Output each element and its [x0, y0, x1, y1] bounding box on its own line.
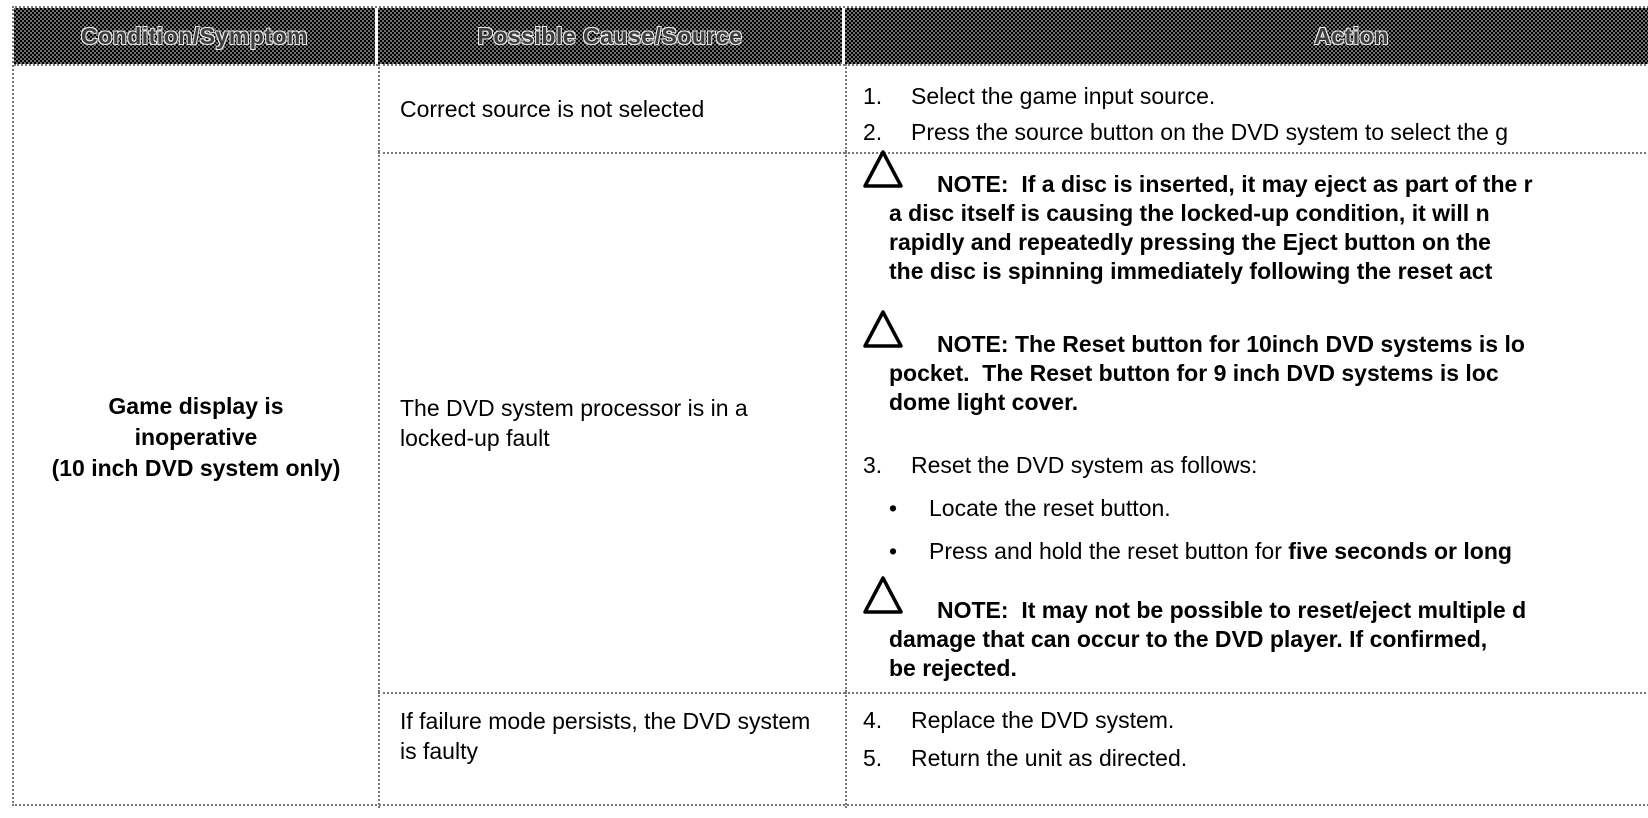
bullet-item-1: • Locate the reset button.: [889, 494, 1648, 523]
condition-line: Game display is: [108, 392, 284, 419]
condition-line: (10 inch DVD system only): [51, 454, 341, 481]
note-line: NOTE: It may not be possible to reset/ej…: [937, 597, 1527, 623]
action-step-3: 3. Reset the DVD system as follows:: [863, 451, 1648, 480]
step-text: Return the unit as directed.: [911, 745, 1188, 771]
cause-cell-row3: If failure mode persists, the DVD system…: [378, 692, 845, 808]
header-possible-cause-source-label: Possible Cause/Source: [477, 22, 743, 49]
bullet-text-regular: Press and hold the reset button for: [929, 538, 1289, 564]
note-block-1: NOTE: If a disc is inserted, it may ejec…: [863, 150, 1648, 286]
header-condition-symptom: Condition/Symptom: [14, 8, 378, 64]
note-line: a disc itself is causing the locked-up c…: [889, 200, 1490, 226]
step-number: 1.: [863, 83, 883, 109]
bullet-item-2: • Press and hold the reset button for fi…: [889, 537, 1648, 566]
step-number: 2.: [863, 119, 883, 145]
note-block-2: NOTE: The Reset button for 10inch DVD sy…: [863, 310, 1648, 417]
cause-cell-row2: The DVD system processor is in a locked-…: [378, 152, 845, 692]
cause-text: If failure mode persists, the DVD system…: [400, 708, 811, 764]
header-action-label: Action: [1314, 22, 1389, 49]
condition-cell: Game display is inoperative (10 inch DVD…: [14, 64, 378, 808]
note-line: NOTE: If a disc is inserted, it may ejec…: [937, 171, 1533, 197]
action-cell-row1: 1. Select the game input source. 2. Pres…: [845, 64, 1648, 152]
step-text: Replace the DVD system.: [911, 707, 1175, 733]
note-line: NOTE: The Reset button for 10inch DVD sy…: [937, 331, 1525, 357]
note-line: be rejected.: [889, 655, 1017, 681]
header-action: Action: [845, 8, 1648, 64]
cause-text: The DVD system processor is in a locked-…: [400, 395, 748, 451]
caution-triangle-icon: [861, 574, 905, 618]
step-number: 5.: [863, 745, 883, 771]
note-line: the disc is spinning immediately followi…: [889, 258, 1493, 284]
troubleshooting-table: Condition/Symptom Possible Cause/Source …: [12, 6, 1648, 808]
caution-triangle-icon: [861, 148, 905, 192]
note-line: rapidly and repeatedly pressing the Ejec…: [889, 229, 1491, 255]
note-block-3: NOTE: It may not be possible to reset/ej…: [863, 576, 1648, 683]
action-step-5: 5. Return the unit as directed.: [863, 744, 1648, 773]
step-number: 4.: [863, 707, 883, 733]
action-step-2: 2. Press the source button on the DVD sy…: [863, 118, 1648, 147]
action-step-4: 4. Replace the DVD system.: [863, 706, 1648, 735]
bullet-text-bold: five seconds or long: [1288, 538, 1512, 564]
action-step-1: 1. Select the game input source.: [863, 82, 1648, 111]
bullet-text: Locate the reset button.: [929, 495, 1171, 521]
bullet-glyph: •: [889, 538, 898, 564]
step-text: Select the game input source.: [911, 83, 1216, 109]
header-possible-cause-source: Possible Cause/Source: [378, 8, 845, 64]
bullet-text: Press and hold the reset button for five…: [929, 537, 1512, 566]
caution-triangle-icon: [861, 308, 905, 352]
header-condition-symptom-label: Condition/Symptom: [81, 22, 308, 49]
step-text: Reset the DVD system as follows:: [911, 452, 1258, 478]
cause-cell-row1: Correct source is not selected: [378, 64, 845, 152]
condition-line: inoperative: [134, 423, 258, 450]
action-cell-row2: NOTE: If a disc is inserted, it may ejec…: [845, 150, 1648, 692]
bullet-glyph: •: [889, 495, 898, 521]
step-number: 3.: [863, 452, 883, 478]
note-line: damage that can occur to the DVD player.…: [889, 626, 1488, 652]
action-cell-row3: 4. Replace the DVD system. 5. Return the…: [845, 692, 1648, 808]
note-line: pocket. The Reset button for 9 inch DVD …: [889, 360, 1499, 386]
note-line: dome light cover.: [889, 389, 1079, 415]
cause-text: Correct source is not selected: [400, 96, 705, 122]
step-text: Press the source button on the DVD syste…: [911, 119, 1509, 145]
